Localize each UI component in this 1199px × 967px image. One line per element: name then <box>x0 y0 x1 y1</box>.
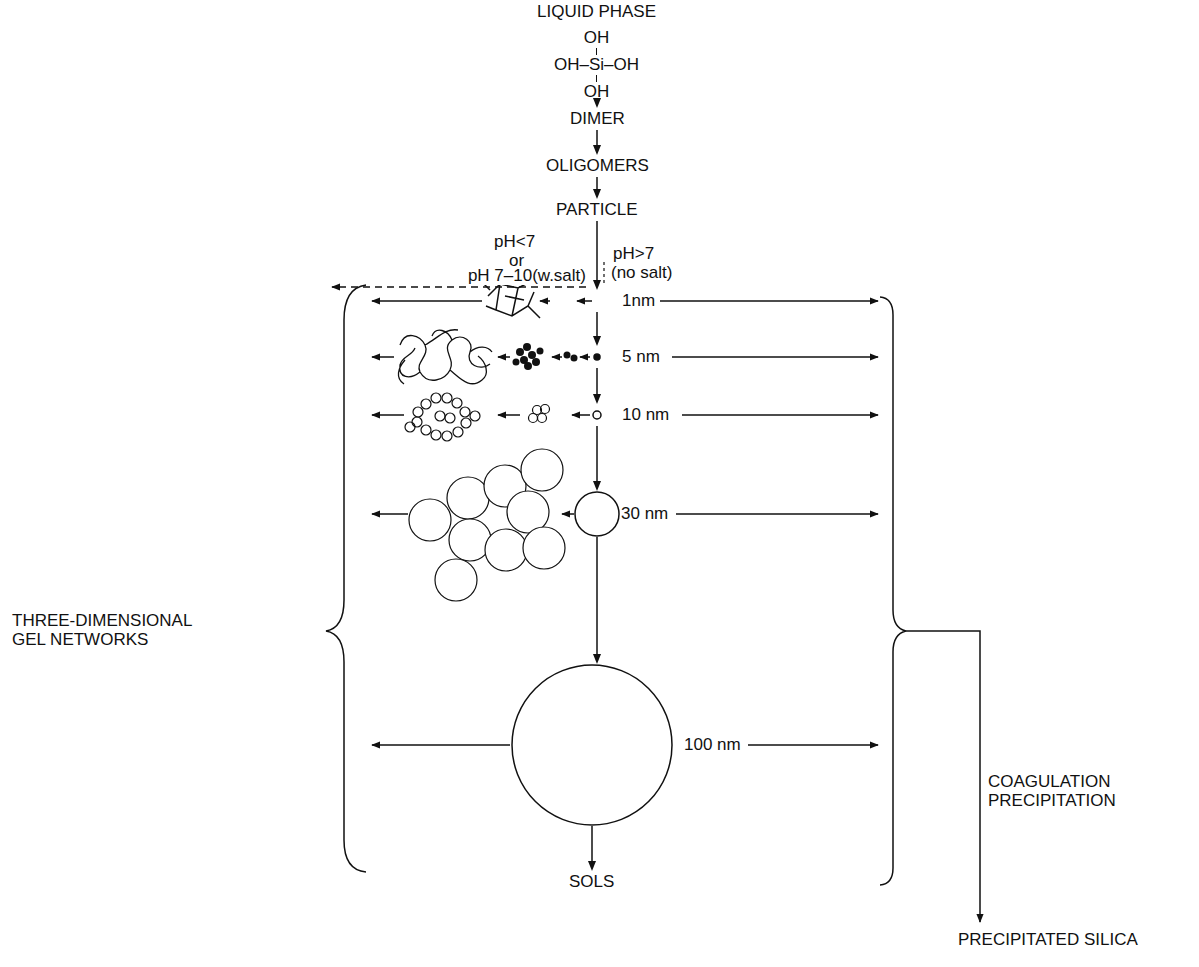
flow-arrow <box>593 368 601 404</box>
particle-ring <box>405 393 550 441</box>
bond-line <box>596 75 597 82</box>
annotation-label: COAGULATION PRECIPITATION <box>986 772 1140 810</box>
stage-label: PRECIPITATED SILICA <box>958 930 1138 950</box>
particle-circle <box>574 491 620 537</box>
stage-label: OH <box>537 28 656 48</box>
dotted-arrow <box>603 262 604 286</box>
flow-arrow <box>593 426 601 491</box>
flow-arrow <box>593 221 601 290</box>
particle-circle <box>511 664 673 826</box>
annotation-label: THREE-DIMENSIONAL GEL NETWORKS <box>10 611 204 649</box>
flow-arrow <box>593 312 601 346</box>
left-arrow <box>372 414 404 416</box>
flow-arrow <box>593 177 601 199</box>
stage-node: 5 nm <box>588 347 660 367</box>
left-arrow <box>372 744 510 746</box>
stage-label: DIMER <box>570 109 625 129</box>
stage-node: 30 nm <box>575 492 668 536</box>
stage-label: SOLS <box>569 872 614 892</box>
left-arrow <box>372 356 394 358</box>
dashed-arrow <box>332 286 586 288</box>
particle-dot <box>594 354 600 360</box>
left-arrow <box>498 356 510 358</box>
right-brace <box>880 297 906 885</box>
particle-chain <box>409 449 565 601</box>
left-brace <box>326 285 366 872</box>
stage-node: PARTICLE <box>556 200 638 220</box>
left-arrow <box>540 300 550 302</box>
stage-label: 100 nm <box>684 735 741 755</box>
stage-label: OLIGOMERS <box>546 156 649 176</box>
stage-node: OLIGOMERS <box>546 156 649 176</box>
left-arrow <box>580 356 590 358</box>
flow-arrow <box>593 130 601 155</box>
stage-label: 30 nm <box>621 504 668 524</box>
stage-label: OH <box>537 82 656 102</box>
left-arrow <box>572 414 590 416</box>
stage-node: PRECIPITATED SILICA <box>958 930 1138 950</box>
stage-node: SOLS <box>569 872 614 892</box>
stage-label: OH–Si–OH <box>537 55 656 75</box>
stage-label: PARTICLE <box>556 200 638 220</box>
left-arrow <box>372 300 482 302</box>
left-arrow <box>577 300 592 302</box>
annotation-label: pH>7 <box>611 244 656 263</box>
left-arrow <box>562 513 574 515</box>
precipitation-line <box>906 631 980 922</box>
gel-network-small <box>484 282 540 318</box>
left-arrow <box>552 356 562 358</box>
stage-label: 1nm <box>622 291 655 311</box>
stage-label: LIQUID PHASE <box>537 2 656 22</box>
stage-label: 10 nm <box>622 405 669 425</box>
right-arrow <box>682 414 878 416</box>
left-arrow <box>498 414 520 416</box>
right-arrow <box>748 744 878 746</box>
bond-line <box>596 48 597 55</box>
right-arrow <box>672 356 878 358</box>
annotation-label: pH 7–10(w.salt) <box>466 266 588 285</box>
stage-node: 100 nm <box>512 665 741 825</box>
left-arrow <box>372 513 408 515</box>
stage-node: DIMER <box>570 109 625 129</box>
stage-node: 10 nm <box>588 405 669 425</box>
annotation-label: pH<7 <box>492 232 537 251</box>
flow-arrow <box>588 826 596 871</box>
particle-open <box>593 411 601 419</box>
formula-node: LIQUID PHASE OH OH–Si–OH OH <box>537 2 656 102</box>
right-arrow <box>676 513 878 515</box>
particle-clusters <box>513 343 578 370</box>
flow-arrow <box>593 537 601 664</box>
stage-node: 1nm <box>588 291 655 311</box>
annotation-label: (no salt) <box>609 263 674 282</box>
right-arrow <box>660 300 878 302</box>
stage-label: 5 nm <box>622 347 660 367</box>
gel-network-tangled <box>398 330 492 384</box>
